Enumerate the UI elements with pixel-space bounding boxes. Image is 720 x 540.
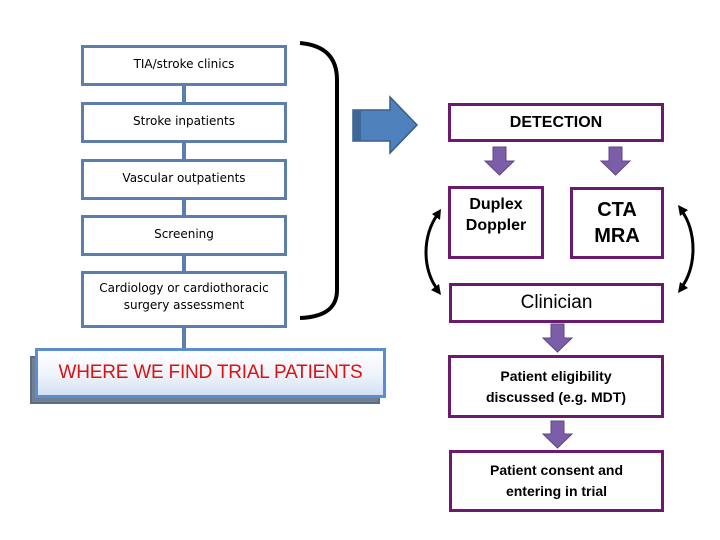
source-label: Vascular outpatients <box>122 171 246 185</box>
source-label: Screening <box>154 227 214 241</box>
cta-mra-label: CTA MRA <box>594 199 640 247</box>
clinician-box: Clinician <box>449 283 664 323</box>
duplex-doppler-label: Duplex Doppler <box>465 196 527 234</box>
summary-label: WHERE WE FIND TRIAL PATIENTS <box>58 362 363 383</box>
duplex-doppler-box: Duplex Doppler <box>448 186 544 259</box>
source-box-cardiology: Cardiology or cardiothoracic surgery ass… <box>81 271 287 328</box>
connector <box>182 327 186 351</box>
detection-label: DETECTION <box>509 113 603 131</box>
source-label: TIA/stroke clinics <box>133 57 235 71</box>
bracket-path <box>299 41 339 320</box>
consent-box: Patient consent and entering in trial <box>449 450 664 512</box>
cta-mra-box: CTA MRA <box>570 187 664 259</box>
source-label: Stroke inpatients <box>133 114 235 128</box>
source-box-vascular-outpatients: Vascular outpatients <box>81 159 287 200</box>
source-label: Cardiology or cardiothoracic surgery ass… <box>99 281 269 313</box>
summary-box: WHERE WE FIND TRIAL PATIENTS <box>35 348 386 398</box>
source-box-tia-stroke-clinics: TIA/stroke clinics <box>81 45 287 86</box>
source-box-screening: Screening <box>81 215 287 256</box>
consent-label: Patient consent and entering in trial <box>489 462 624 499</box>
eligibility-box: Patient eligibility discussed (e.g. MDT) <box>448 355 664 418</box>
source-box-stroke-inpatients: Stroke inpatients <box>81 102 287 143</box>
connector <box>182 255 186 273</box>
clinician-label: Clinician <box>520 292 593 313</box>
connector <box>182 85 186 105</box>
eligibility-label: Patient eligibility discussed (e.g. MDT) <box>485 367 627 405</box>
connector <box>182 199 186 217</box>
detection-box: DETECTION <box>448 103 664 142</box>
connector <box>182 142 186 162</box>
